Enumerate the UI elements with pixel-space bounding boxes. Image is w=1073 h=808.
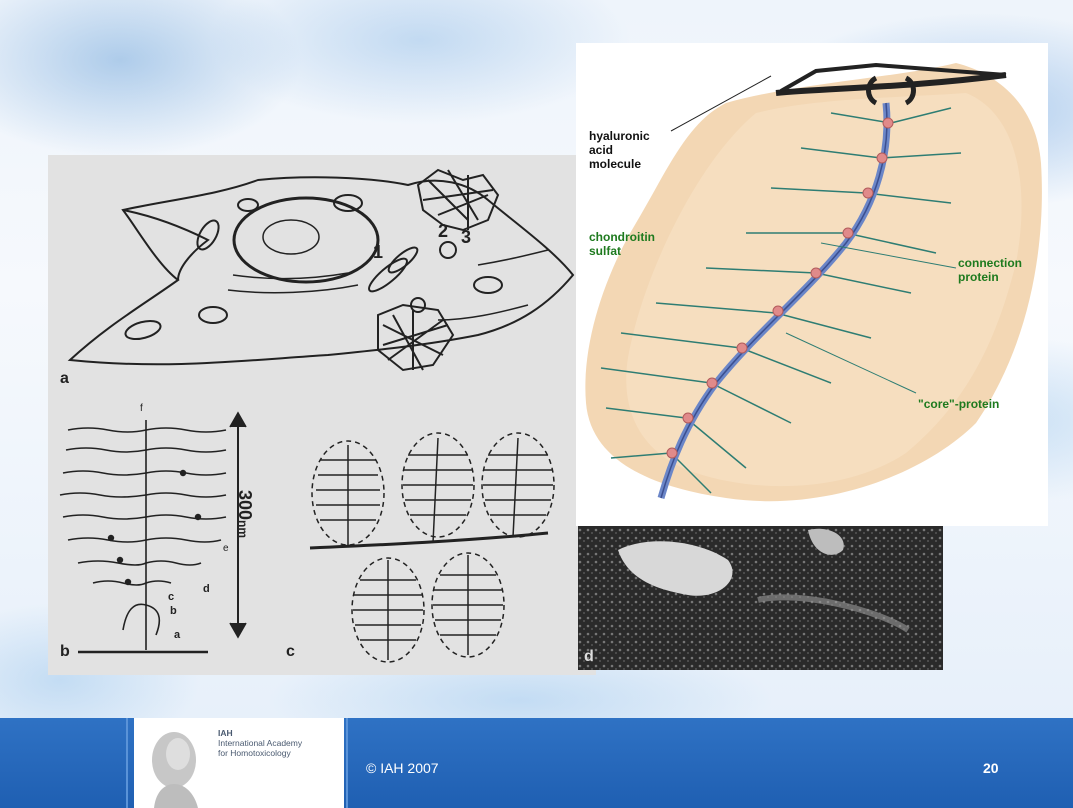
part-label-d: d <box>203 583 210 595</box>
label-chondroitin-sulfat: chondroitin sulfat <box>589 230 655 258</box>
hahnemann-portrait-icon <box>144 724 202 808</box>
cell-diagram-figure: a b c 1 2 3 300nm f e d c b a <box>48 155 596 675</box>
page-number: 20 <box>983 760 999 776</box>
panel-label-b: b <box>60 643 70 661</box>
logo-name-line1: International Academy <box>218 738 302 748</box>
panel-label-d: d <box>584 648 594 666</box>
electron-micrograph: d <box>578 520 943 670</box>
panel-label-c: c <box>286 643 295 661</box>
label-core-protein: "core"-protein <box>918 397 999 411</box>
organelle-label-1: 1 <box>373 242 383 263</box>
proteoglycan-illustration <box>576 43 1048 526</box>
footer-divider <box>346 718 348 808</box>
proteoglycan-schematic-b <box>60 413 246 652</box>
organelle-label-3: 3 <box>461 227 471 248</box>
logo-abbreviation: IAH <box>218 728 233 738</box>
part-label-c: c <box>168 591 174 603</box>
label-hyaluronic-acid: hyaluronic acid molecule <box>589 129 650 171</box>
panel-label-a: a <box>60 370 69 388</box>
copyright-text: © IAH 2007 <box>366 760 439 776</box>
scale-bar-label: 300nm <box>235 490 255 540</box>
part-label-f: f <box>140 403 143 414</box>
logo-name-line2: for Homotoxicology <box>218 748 291 758</box>
iah-logo: IAH International Academy for Homotoxico… <box>134 718 344 808</box>
part-label-e: e <box>223 543 229 554</box>
footer-divider <box>126 718 128 808</box>
proteoglycan-aggregates-c <box>310 433 554 662</box>
cell-drawing <box>70 177 573 364</box>
label-connection-protein: connection protein <box>958 256 1022 284</box>
part-label-a: a <box>174 629 180 641</box>
part-label-b: b <box>170 605 177 617</box>
organelle-label-2: 2 <box>438 221 448 242</box>
